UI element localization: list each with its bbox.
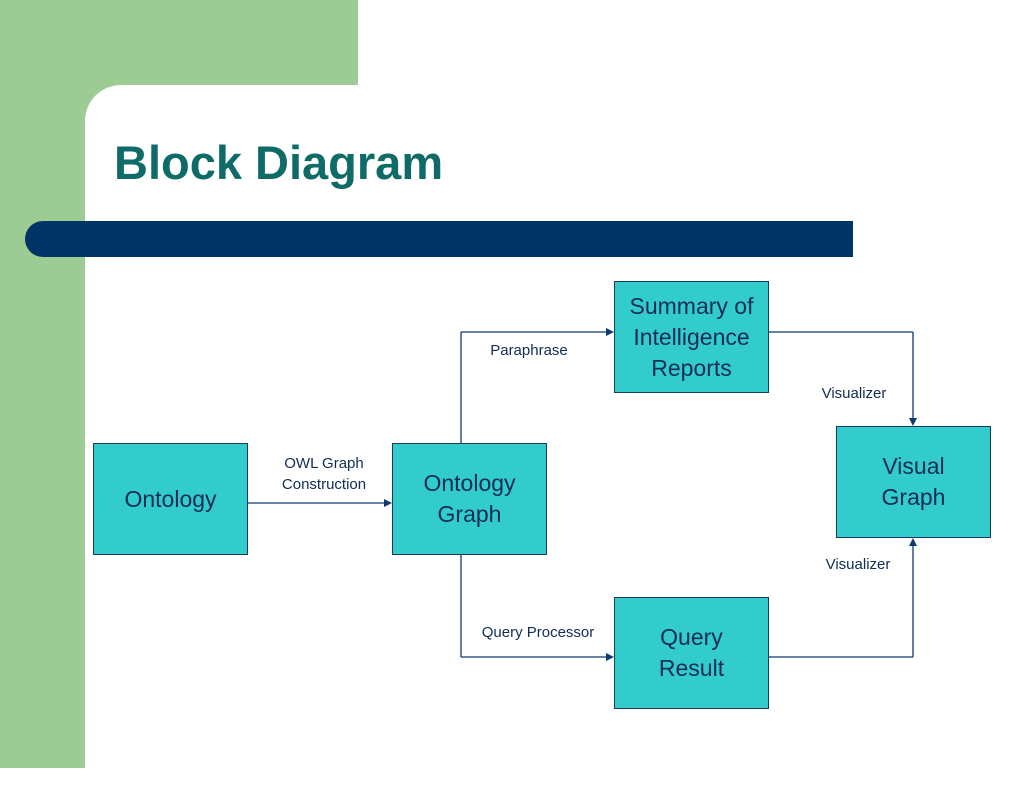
node-ontology-graph: Ontology Graph xyxy=(392,443,547,555)
edge-visualizer-bottom xyxy=(768,538,917,658)
node-query-result: Query Result xyxy=(614,597,769,709)
edge-query-processor xyxy=(460,555,614,661)
node-visual-graph: Visual Graph xyxy=(836,426,991,538)
node-summary-of-intelligence-reports: Summary of Intelligence Reports xyxy=(614,281,769,393)
edge-visualizer-top xyxy=(768,331,917,426)
node-ontology: Ontology xyxy=(93,443,248,555)
edge-label-owl-graph-construction: OWL Graph Construction xyxy=(281,455,367,493)
edge-label-visualizer-bottom: Visualizer xyxy=(825,556,891,573)
edge-label-query-processor: Query Processor xyxy=(481,624,595,641)
block-diagram-connectors xyxy=(247,328,917,661)
title-underline-bar xyxy=(25,221,853,257)
slide-title: Block Diagram xyxy=(114,136,444,189)
edge-paraphrase xyxy=(460,328,614,443)
edge-label-visualizer-top: Visualizer xyxy=(821,385,887,402)
edge-owl-graph-construction xyxy=(247,499,392,507)
edge-label-paraphrase: Paraphrase xyxy=(490,342,568,359)
